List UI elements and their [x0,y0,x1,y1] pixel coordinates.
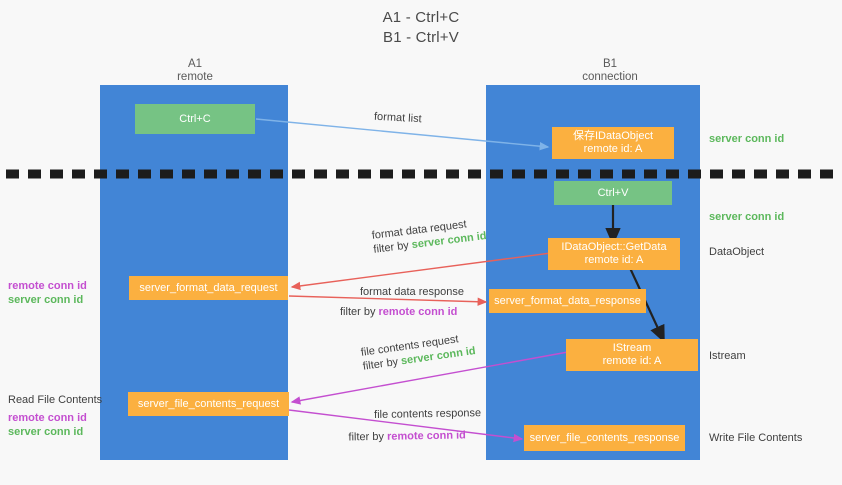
node-server-format-data-request-label: server_format_data_request [139,281,278,294]
annotation-read-file-contents: Read File Contents [8,394,103,406]
node-save-idataobject-line1: 保存IDataObject [572,130,654,142]
annotation-dataobject: DataObject [709,246,765,258]
node-getdata-line1: IDataObject::GetData [561,241,667,253]
title-line-2: B1 - Ctrl+V [383,29,459,46]
column-b1-sub: connection [582,71,638,83]
node-istream-line1: IStream [612,342,652,354]
node-server-file-contents-response[interactable]: server_file_contents_response [524,425,685,451]
edge-label-format-data-request: format data request filter by server con… [371,215,487,257]
diagram-title: A1 - Ctrl+C B1 - Ctrl+V [0,8,842,48]
node-getdata-line2: remote id: A [584,254,644,266]
annotation-left-conn-ids-2: remote conn id server conn id [8,412,87,438]
column-b1-name: B1 [602,58,618,70]
column-a1-name: A1 [187,58,203,70]
node-istream[interactable]: IStream remote id: A [566,339,698,371]
column-header-a1: A1 remote [130,58,260,84]
edge-label-format-list: format list [374,110,422,126]
edge-format-data-response-line2: filter by remote conn id [340,306,458,318]
edge-file-contents-response-line1: file contents response [374,407,482,421]
node-save-idataobject[interactable]: 保存IDataObject remote id: A [552,127,674,159]
node-server-format-data-request[interactable]: server_format_data_request [129,276,288,300]
column-a1-sub: remote [177,71,213,83]
edge-format-data-response-line1: format data response [360,286,464,298]
edge-format-data-response-id: remote conn id [378,306,458,318]
node-save-idataobject-line2: remote id: A [583,143,643,155]
node-ctrl-c-label: Ctrl+C [179,112,211,125]
node-server-file-contents-response-label: server_file_contents_response [529,431,680,444]
node-server-file-contents-request[interactable]: server_file_contents_request [128,392,289,416]
node-ctrl-v-label: Ctrl+V [597,186,629,199]
edge-label-file-contents-request: file contents request filter by server c… [360,330,477,374]
edge-label-format-data-response: format data response filter by remote co… [340,285,464,319]
node-ctrl-v[interactable]: Ctrl+V [554,181,672,205]
node-server-file-contents-request-label: server_file_contents_request [137,397,280,410]
edge-label-format-list-text: format list [373,110,422,126]
edge-file-contents-response-line2: filter by remote conn id [348,429,466,444]
node-server-format-data-response[interactable]: server_format_data_response [489,289,646,313]
node-ctrl-c[interactable]: Ctrl+C [135,104,255,134]
edge-file-contents-response-id: remote conn id [386,429,466,443]
annotation-server-conn-id-top: server conn id [709,133,785,145]
node-idataobject-getdata[interactable]: IDataObject::GetData remote id: A [548,238,680,270]
annotation-left-conn-ids-1: remote conn id server conn id [8,280,87,306]
annotation-write-file-contents: Write File Contents [709,432,803,444]
dashed-divider [6,169,836,179]
node-server-format-data-response-label: server_format_data_response [494,294,641,307]
annotation-istream: Istream [709,350,746,362]
column-header-b1: B1 connection [545,58,675,84]
edge-label-file-contents-response: file contents response filter by remote … [348,406,482,444]
title-line-1: A1 - Ctrl+C [382,9,460,26]
node-istream-line2: remote id: A [602,355,662,367]
annotation-server-conn-id-mid: server conn id [709,211,785,223]
